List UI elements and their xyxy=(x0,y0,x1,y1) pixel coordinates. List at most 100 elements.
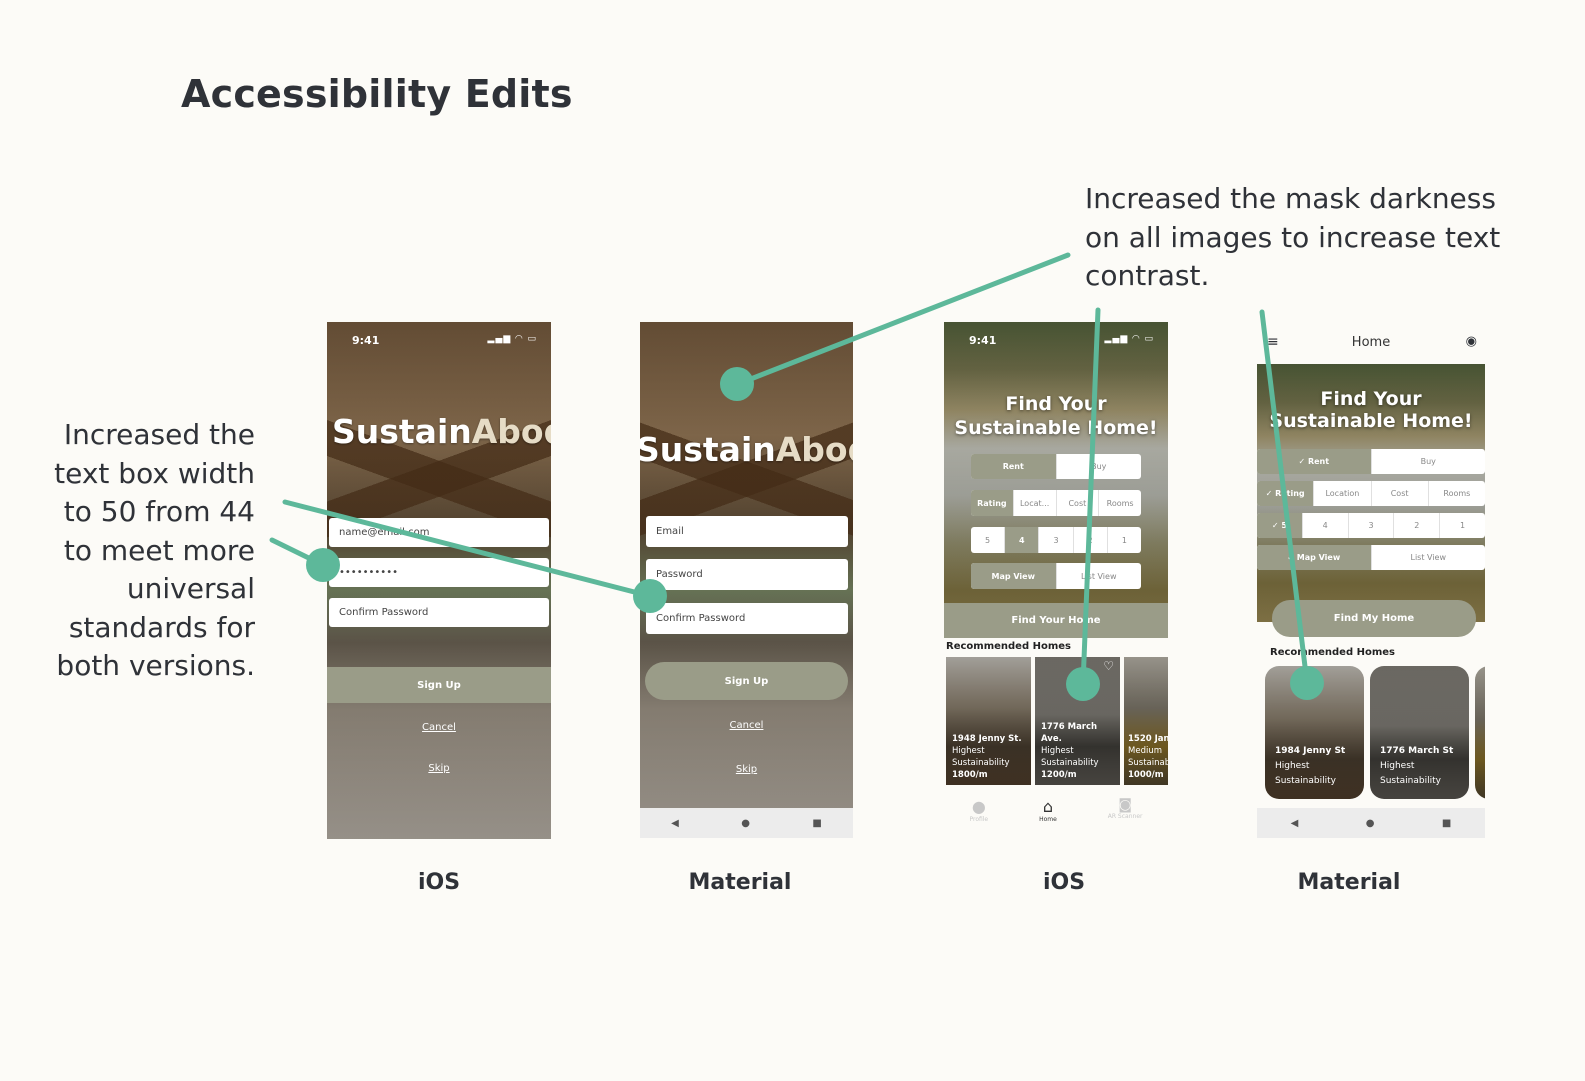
filter-bar[interactable]: ✓ Rating Location Cost Rooms xyxy=(1257,481,1485,506)
caption-ios: iOS xyxy=(1042,870,1086,895)
tab-rent[interactable]: Rent xyxy=(971,454,1057,479)
password-field[interactable]: Password xyxy=(646,559,848,590)
tab-rent[interactable]: ✓ Rent xyxy=(1257,449,1372,474)
rating-option[interactable]: 5 xyxy=(971,527,1006,553)
filter-cost[interactable]: Cost xyxy=(1057,490,1100,516)
sign-up-button[interactable]: Sign Up xyxy=(645,662,848,700)
status-icons: ▂▄▆ ◠ ▭ xyxy=(1104,334,1154,344)
tab-bar: ●Profile ⌂Home ◙AR Scanner xyxy=(944,797,1168,832)
recents-icon[interactable]: ■ xyxy=(812,817,822,829)
menu-icon[interactable]: ≡ xyxy=(1267,334,1279,350)
rating-option[interactable]: 3 xyxy=(1349,513,1395,538)
tab-home[interactable]: ⌂Home xyxy=(1039,797,1057,823)
callout-line xyxy=(735,252,1071,387)
cancel-link[interactable]: Cancel xyxy=(729,720,764,731)
status-bar: 9:41 ▂▄▆ ◠ ▭ xyxy=(944,334,1168,348)
status-time: 9:41 xyxy=(352,334,380,347)
annotation-mask-darkness: Increased the mask darkness on all image… xyxy=(1085,182,1501,292)
check-icon: ✓ xyxy=(1265,489,1276,498)
callout-line xyxy=(282,499,653,599)
confirm-password-field[interactable]: Confirm Password xyxy=(329,598,549,627)
check-icon: ✓ xyxy=(1271,521,1282,530)
sign-up-button[interactable]: Sign Up xyxy=(327,667,551,703)
app-bar-title: Home xyxy=(1351,335,1391,350)
home-icon: ⌂ xyxy=(1042,797,1054,816)
filter-rating[interactable]: Rating xyxy=(971,490,1014,516)
find-home-button[interactable]: Find Your Home xyxy=(944,603,1168,638)
caption-ios: iOS xyxy=(417,870,461,895)
view-toggle[interactable]: Map View List View xyxy=(971,563,1141,589)
find-home-button[interactable]: Find My Home xyxy=(1272,600,1476,637)
rent-buy-toggle[interactable]: ✓ Rent Buy xyxy=(1257,449,1485,474)
callout-dot xyxy=(306,548,340,582)
home-circle-icon[interactable]: ● xyxy=(1365,817,1375,829)
filter-location[interactable]: Locat... xyxy=(1014,490,1057,516)
status-icons: ▂▄▆ ◠ ▭ xyxy=(487,334,537,344)
map-view-option[interactable]: Map View xyxy=(971,563,1057,589)
callout-dot xyxy=(1066,667,1100,701)
home-circle-icon[interactable]: ● xyxy=(741,817,750,829)
rating-option[interactable]: 4 xyxy=(1005,527,1040,553)
tab-profile[interactable]: ●Profile xyxy=(969,797,989,823)
hero-title: Find Your Sustainable Home! xyxy=(954,393,1158,439)
cancel-link[interactable]: Cancel xyxy=(422,722,456,733)
hero-title: Find Your Sustainable Home! xyxy=(1269,388,1473,432)
material-home-screen: ≡ Home ◉ Find Your Sustainable Home! ✓ R… xyxy=(1257,322,1485,838)
rating-selector[interactable]: ✓ 5 4 3 2 1 xyxy=(1257,513,1485,538)
heart-icon[interactable]: ♡ xyxy=(1103,659,1114,673)
filter-rooms[interactable]: Rooms xyxy=(1106,498,1134,508)
confirm-password-field[interactable]: Confirm Password xyxy=(646,603,848,634)
callout-dot xyxy=(633,579,667,613)
person-icon: ● xyxy=(971,797,986,816)
map-view-option[interactable]: ✓ Map View xyxy=(1257,545,1372,570)
check-icon: ✓ xyxy=(1298,457,1308,466)
back-icon[interactable]: ◀ xyxy=(1290,817,1299,829)
email-field[interactable]: Email xyxy=(646,516,848,547)
recommended-heading: Recommended Homes xyxy=(1270,647,1395,658)
callout-dot xyxy=(1290,666,1324,700)
status-bar: 9:41 ▂▄▆ ◠ ▭ xyxy=(327,334,551,348)
app-bar: ≡ Home ◉ xyxy=(1257,322,1485,364)
list-view-option[interactable]: List View xyxy=(1410,553,1446,562)
ios-home-screen: 9:41 ▂▄▆ ◠ ▭ Find Your Sustainable Home!… xyxy=(944,322,1168,832)
filter-cost[interactable]: Cost xyxy=(1372,481,1429,506)
caption-material: Material xyxy=(1297,870,1401,895)
tab-buy[interactable]: Buy xyxy=(1091,462,1107,471)
recents-icon[interactable]: ■ xyxy=(1441,817,1452,829)
app-logo: SustainAbode xyxy=(640,430,853,469)
app-logo: SustainAbode xyxy=(332,412,551,451)
filter-bar[interactable]: Rating Locat... Cost Rooms xyxy=(971,490,1141,516)
rating-option[interactable]: ✓ 5 xyxy=(1257,513,1303,538)
recommended-heading: Recommended Homes xyxy=(946,641,1071,652)
rating-option[interactable]: 2 xyxy=(1394,513,1441,538)
callout-line xyxy=(1080,307,1101,687)
tab-buy[interactable]: Buy xyxy=(1420,457,1436,466)
rating-option[interactable]: 3 xyxy=(1039,527,1074,553)
rating-selector[interactable]: 5 4 3 2 1 xyxy=(971,527,1141,553)
skip-link[interactable]: Skip xyxy=(735,764,758,775)
rating-option[interactable]: 1 xyxy=(1121,535,1127,545)
android-nav-bar: ◀ ● ■ xyxy=(1257,808,1485,838)
skip-link[interactable]: Skip xyxy=(428,763,450,774)
filter-location[interactable]: Location xyxy=(1314,481,1372,506)
tab-ar-scanner[interactable]: ◙AR Scanner xyxy=(1107,797,1143,820)
account-icon[interactable]: ◉ xyxy=(1465,334,1477,349)
back-icon[interactable]: ◀ xyxy=(671,817,679,829)
rating-option[interactable]: 4 xyxy=(1303,513,1349,538)
ios-signup-screen: 9:41 ▂▄▆ ◠ ▭ SustainAbode name@email.com… xyxy=(327,322,551,839)
page-title: Accessibility Edits xyxy=(181,72,573,116)
home-card[interactable] xyxy=(1475,666,1485,799)
annotation-textbox-width: Increased the text box width to 50 from … xyxy=(54,418,255,682)
camera-icon: ◙ xyxy=(1118,797,1132,813)
android-nav-bar: ◀ ● ■ xyxy=(640,808,853,838)
filter-rooms[interactable]: Rooms xyxy=(1443,489,1471,498)
rent-buy-toggle[interactable]: Rent Buy xyxy=(971,454,1141,479)
list-view-option[interactable]: List View xyxy=(1080,571,1117,581)
rating-option[interactable]: 1 xyxy=(1460,521,1466,530)
status-time: 9:41 xyxy=(969,334,997,347)
callout-dot xyxy=(720,367,754,401)
